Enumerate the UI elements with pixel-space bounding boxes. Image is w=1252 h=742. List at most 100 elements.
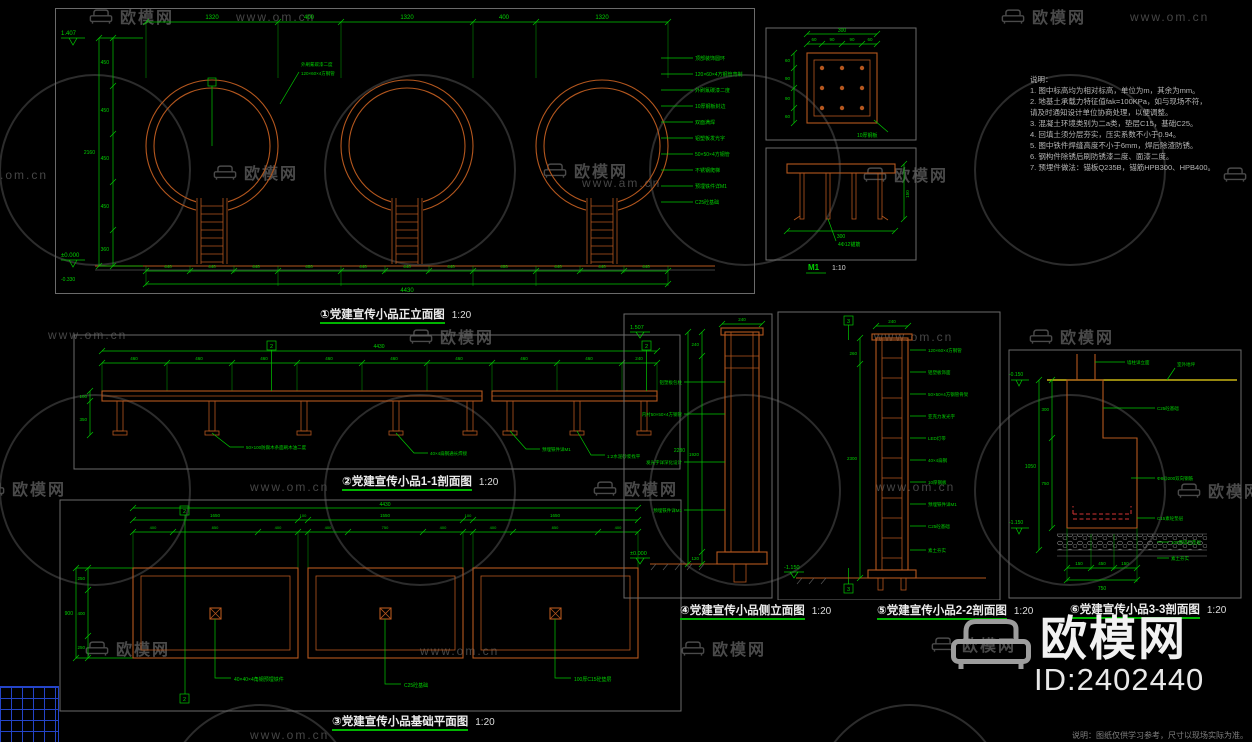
watermark-brand: 欧模网 bbox=[1028, 324, 1114, 348]
watermark-url: www.am.cn bbox=[582, 176, 662, 190]
note-line: 5. 图中铁件焊缝高度不小于6mm，焊后除渣防锈。 bbox=[1030, 141, 1198, 150]
title-number: ④ bbox=[680, 605, 690, 617]
title-text: 党建宣传小品正立面图 bbox=[329, 309, 445, 321]
dim-label: 440 bbox=[598, 264, 606, 269]
title-number: ② bbox=[342, 476, 352, 488]
annotation: C25砼基础 bbox=[404, 682, 428, 689]
v1-top-dims: 1320 400 1320 400 1320 bbox=[142, 15, 672, 78]
dim-label: 150 bbox=[1075, 561, 1083, 566]
dim-label: 240 bbox=[738, 317, 746, 322]
v4-left-dims: 240 1920 120 2280 1.507 ±0.000 bbox=[630, 325, 706, 568]
dim-label: 90 bbox=[785, 96, 791, 101]
watermark-brand: 欧模网 bbox=[84, 636, 170, 660]
v5-annotations: 120×60×4方钢管 铝塑板饰面 50×50×4方钢管骨架 亚克力发光字 LE… bbox=[910, 347, 969, 554]
dim-label: 450 bbox=[101, 204, 110, 210]
dim-label: 400 bbox=[304, 15, 315, 21]
annotation: 120×60×4方钢管 bbox=[301, 70, 335, 77]
title-scale: 1:20 bbox=[478, 477, 499, 488]
dim-label: 60 bbox=[785, 114, 791, 119]
v1-right-annotations: 顶部装饰圆环 120×60×4方钢管弯制 外刷氟碳漆二度 10厚钢板封边 双面满… bbox=[661, 55, 743, 206]
dim-label: 350 bbox=[79, 417, 87, 422]
title-number: ⑤ bbox=[877, 605, 887, 617]
dim-label: 850 bbox=[552, 525, 559, 530]
watermark-url: www.om.cn bbox=[420, 644, 500, 658]
title-number: ③ bbox=[332, 716, 342, 728]
watermark-brand-text: 欧模网 bbox=[574, 164, 629, 181]
corner-grid bbox=[0, 686, 59, 742]
v5-column bbox=[796, 333, 986, 591]
v5-section-markers: 3 3 bbox=[843, 315, 854, 594]
dim-label: 1650 bbox=[210, 513, 221, 518]
annotation: C15素砼垫层 bbox=[1157, 515, 1184, 522]
dim-label: 400 bbox=[500, 264, 508, 269]
dim-label: 1550 bbox=[380, 513, 391, 518]
general-notes: 说明： 1. 图中标高均为相对标高，单位为m，其余为mm。 2. 地基土承载力特… bbox=[1030, 74, 1248, 173]
title-number: ⑥ bbox=[1070, 604, 1080, 616]
annotation: 50×50×4方钢管骨架 bbox=[928, 391, 969, 398]
section-marker: 2 bbox=[183, 509, 186, 515]
dim-label: 460 bbox=[195, 356, 203, 361]
dim-label: 240 bbox=[691, 342, 699, 347]
annotation: 120×60×4方钢管 bbox=[928, 347, 962, 354]
annotation: C25砼基础 bbox=[1157, 405, 1179, 412]
dim-label: 100 bbox=[300, 513, 307, 518]
watermark-url: www.om.cn bbox=[1130, 10, 1210, 24]
section-marker: 3 bbox=[847, 319, 850, 325]
section-marker: 3 bbox=[847, 587, 850, 593]
v2-bench bbox=[101, 390, 658, 436]
v6-bottom-dims: 150 450 150 750 bbox=[1063, 528, 1141, 592]
dim-label: 460 bbox=[520, 356, 528, 361]
v3-left-dims: 250 400 250 900 bbox=[65, 564, 133, 662]
dim-label: 1320 bbox=[205, 15, 219, 21]
annotation: 铝塑板发光字 bbox=[695, 135, 725, 142]
watermark-brand-text: 欧模网 bbox=[1032, 10, 1087, 27]
site-couch-icon bbox=[944, 614, 1038, 674]
title-text: 党建宣传小品1-1剖面图 bbox=[351, 476, 472, 488]
annotation: 外刷氟碳漆二度 bbox=[695, 87, 730, 94]
dim-label: 1050 bbox=[1025, 464, 1036, 470]
title-text: 党建宣传小品基础平面图 bbox=[341, 716, 469, 728]
v6-left-dims: 300 750 1050 -0.150 -1.150 bbox=[1009, 372, 1056, 554]
title-text: 党建宣传小品2-2剖面图 bbox=[886, 605, 1007, 617]
annotation: 发光字详深化设计 bbox=[646, 459, 682, 466]
dim-label: 2300 bbox=[847, 456, 858, 461]
watermark-brand: 欧模网 bbox=[408, 324, 494, 348]
title-section-1-1: ②党建宣传小品1-1剖面图 1:20 bbox=[342, 473, 499, 491]
watermark-brand: 欧模网 bbox=[592, 476, 678, 500]
dim-label: 4430 bbox=[373, 344, 384, 350]
watermark-brand-text: 欧模网 bbox=[12, 482, 67, 499]
annotation: 铝塑板饰面 bbox=[928, 369, 951, 376]
annotation: 铝塑板包柱 bbox=[660, 379, 683, 386]
section-marker: 2 bbox=[270, 344, 273, 350]
note-line: 1. 图中标高均为相对标高，单位为m，其余为mm。 bbox=[1030, 86, 1200, 95]
note-line: 7. 预埋件做法：锚板Q235B，锚筋HPB300、HPB400。 bbox=[1030, 163, 1216, 172]
view-front-elevation: 1320 400 1320 400 1320 bbox=[55, 8, 755, 294]
site-brand-name: 欧模网 bbox=[1040, 612, 1187, 665]
v5-left-dims: 260 2300 -1.150 bbox=[784, 334, 864, 582]
dim-label: 850 bbox=[212, 525, 219, 530]
annotation: 预埋铁件详M1 bbox=[653, 507, 682, 514]
dim-label: 150 bbox=[905, 190, 910, 198]
watermark-brand: 欧模网 bbox=[680, 636, 766, 660]
v1-ladders bbox=[95, 198, 715, 271]
title-text: 党建宣传小品3-3剖面图 bbox=[1079, 604, 1200, 616]
annotation: 120×60×4方钢管弯制 bbox=[695, 71, 743, 78]
couch-icon bbox=[0, 480, 6, 497]
watermark-brand-text: 欧模网 bbox=[894, 168, 949, 185]
dim-label: 240 bbox=[635, 356, 643, 361]
dim-label: 100 bbox=[79, 394, 87, 399]
watermark-brand-text: 欧模网 bbox=[244, 166, 299, 183]
annotation: 50×50×4方钢管 bbox=[695, 151, 730, 158]
detail-scale: 1:10 bbox=[832, 265, 846, 272]
watermark-brand-text: 欧模网 bbox=[120, 10, 175, 27]
dim-label: 100 bbox=[465, 513, 472, 518]
dim-label: 440 bbox=[164, 264, 172, 269]
view-section-3-3: 150 450 150 750 300 750 1050 -0.150 -1.1… bbox=[1008, 349, 1242, 599]
dim-label: 1920 bbox=[689, 452, 700, 457]
annotation: 100厚碎石垫层 bbox=[1171, 539, 1202, 546]
annotation: 双面满焊 bbox=[695, 119, 715, 126]
section-marker: 2 bbox=[645, 344, 648, 350]
title-scale: 1:20 bbox=[1013, 606, 1034, 617]
